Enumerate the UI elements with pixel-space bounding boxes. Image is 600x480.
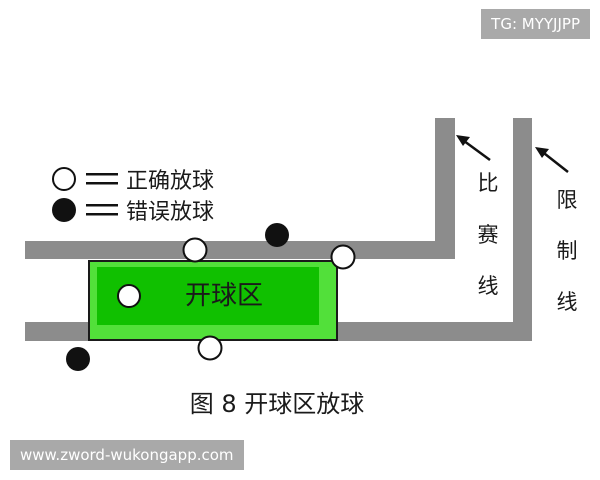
watermark-bottom: www.zword-wukongapp.com <box>10 440 244 470</box>
game-line-char-2: 赛 <box>478 223 499 247</box>
correct-ball-inside <box>117 284 141 308</box>
arrows <box>456 135 569 173</box>
figure-caption: 图 8 开球区放球 <box>190 390 365 418</box>
wrong-ball-bottom <box>66 347 90 371</box>
limit-line-char-1: 限 <box>557 188 578 212</box>
game-line-label: 比 赛 线 <box>478 171 499 298</box>
legend-wrong-symbol <box>52 198 76 222</box>
wrong-ball-top <box>265 223 289 247</box>
limit-line-char-3: 线 <box>557 290 578 314</box>
legend: 正确放球 错误放球 <box>52 167 214 225</box>
legend-wrong-label: 错误放球 <box>126 200 214 225</box>
limit-line-label: 限 制 线 <box>557 188 578 314</box>
correct-ball-bottom <box>197 335 223 361</box>
legend-correct-symbol <box>52 167 76 191</box>
legend-correct-label: 正确放球 <box>126 169 214 194</box>
track-lines <box>25 118 532 341</box>
balls <box>66 223 356 371</box>
legend-wrong-dash-top <box>86 204 118 207</box>
watermark-top: TG: MYYJJPP <box>481 9 590 39</box>
correct-ball-top <box>182 237 208 263</box>
game-line-char-1: 比 <box>478 171 499 195</box>
game-line-arrowhead <box>456 135 470 146</box>
legend-correct-dash-bottom <box>86 182 118 185</box>
legend-correct-dash-top <box>86 173 118 176</box>
legend-wrong-dash-bottom <box>86 213 118 216</box>
limit-line-char-2: 制 <box>557 239 578 263</box>
game-line-char-3: 线 <box>478 274 499 298</box>
kickoff-zone-label: 开球区 <box>185 281 263 311</box>
correct-ball-right <box>330 244 356 270</box>
top-boundary-line <box>25 118 455 259</box>
limit-line-arrowhead <box>535 147 549 158</box>
